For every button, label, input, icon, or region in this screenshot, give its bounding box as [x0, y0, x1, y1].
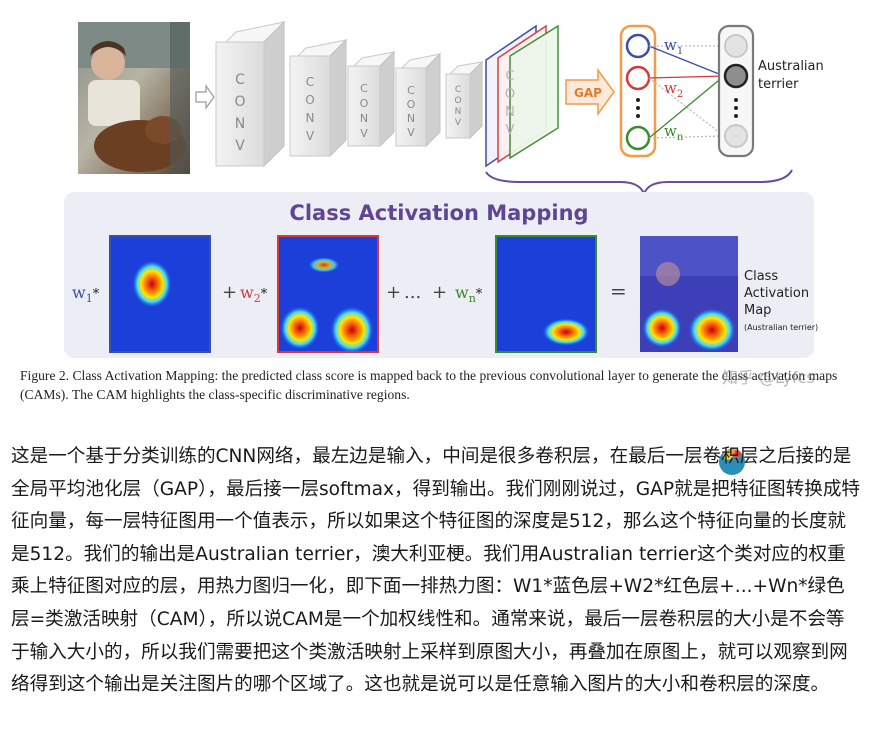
conv-block: [214, 20, 286, 168]
gap-node: [625, 65, 651, 91]
weight-connections: [648, 45, 725, 139]
eq-plus: +: [222, 282, 237, 303]
vertical-dots: [734, 98, 738, 118]
conv-block: [394, 52, 442, 148]
cam-panel: [64, 192, 814, 358]
input-photo: [78, 22, 190, 174]
eq-plus: +: [386, 282, 401, 303]
eq-w2: w2*: [240, 283, 268, 305]
eq-equals: =: [610, 279, 627, 303]
gap-node: [625, 125, 651, 151]
gap-vector: [619, 24, 657, 158]
output-label: Australian: [758, 59, 824, 74]
output-label: terrier: [758, 77, 799, 92]
heatmap-w1: [109, 235, 211, 353]
weight-wn: wn: [664, 122, 684, 143]
conv-block: [346, 50, 396, 148]
gap-node: [625, 33, 651, 59]
watermark: 知乎 @Lyfcs: [722, 368, 815, 387]
bracket: [485, 169, 793, 198]
output-vector: [717, 24, 755, 158]
cam-result-label: Class: [744, 269, 778, 284]
emoji-icon: [719, 448, 745, 475]
eq-wn: wn*: [455, 283, 483, 305]
eq-w1: w1*: [72, 283, 100, 305]
svg-text:GAP: GAP: [574, 86, 602, 100]
figure-caption: Figure 2. Class Activation Mapping: the …: [20, 368, 838, 402]
heatmap-wn: [495, 235, 597, 353]
output-node-selected: [723, 63, 749, 89]
output-node: [724, 34, 748, 58]
conv-block: [288, 38, 348, 158]
eq-ellipsis: ...: [404, 282, 421, 303]
cam-title: Class Activation Mapping: [289, 201, 588, 225]
cam-result-sublabel: (Australian terrier): [744, 323, 818, 332]
cam-result-label: Activation: [744, 286, 809, 301]
cam-result: [640, 236, 738, 352]
conv-block: [444, 60, 484, 140]
article-paragraph: 这是一个基于分类训练的CNN网络，最左边是输入，中间是很多卷积层，在最后一层卷积…: [11, 446, 861, 696]
vertical-dots: [636, 98, 640, 118]
cam-result-label: Map: [744, 303, 771, 318]
weight-w1: w1: [664, 36, 683, 57]
gap-arrow: GAP: [565, 67, 615, 117]
heatmap-w2: [277, 235, 379, 354]
input-arrow: [195, 84, 215, 110]
eq-plus: +: [432, 282, 447, 303]
output-node: [724, 124, 748, 148]
weight-w2: w2: [664, 79, 683, 100]
